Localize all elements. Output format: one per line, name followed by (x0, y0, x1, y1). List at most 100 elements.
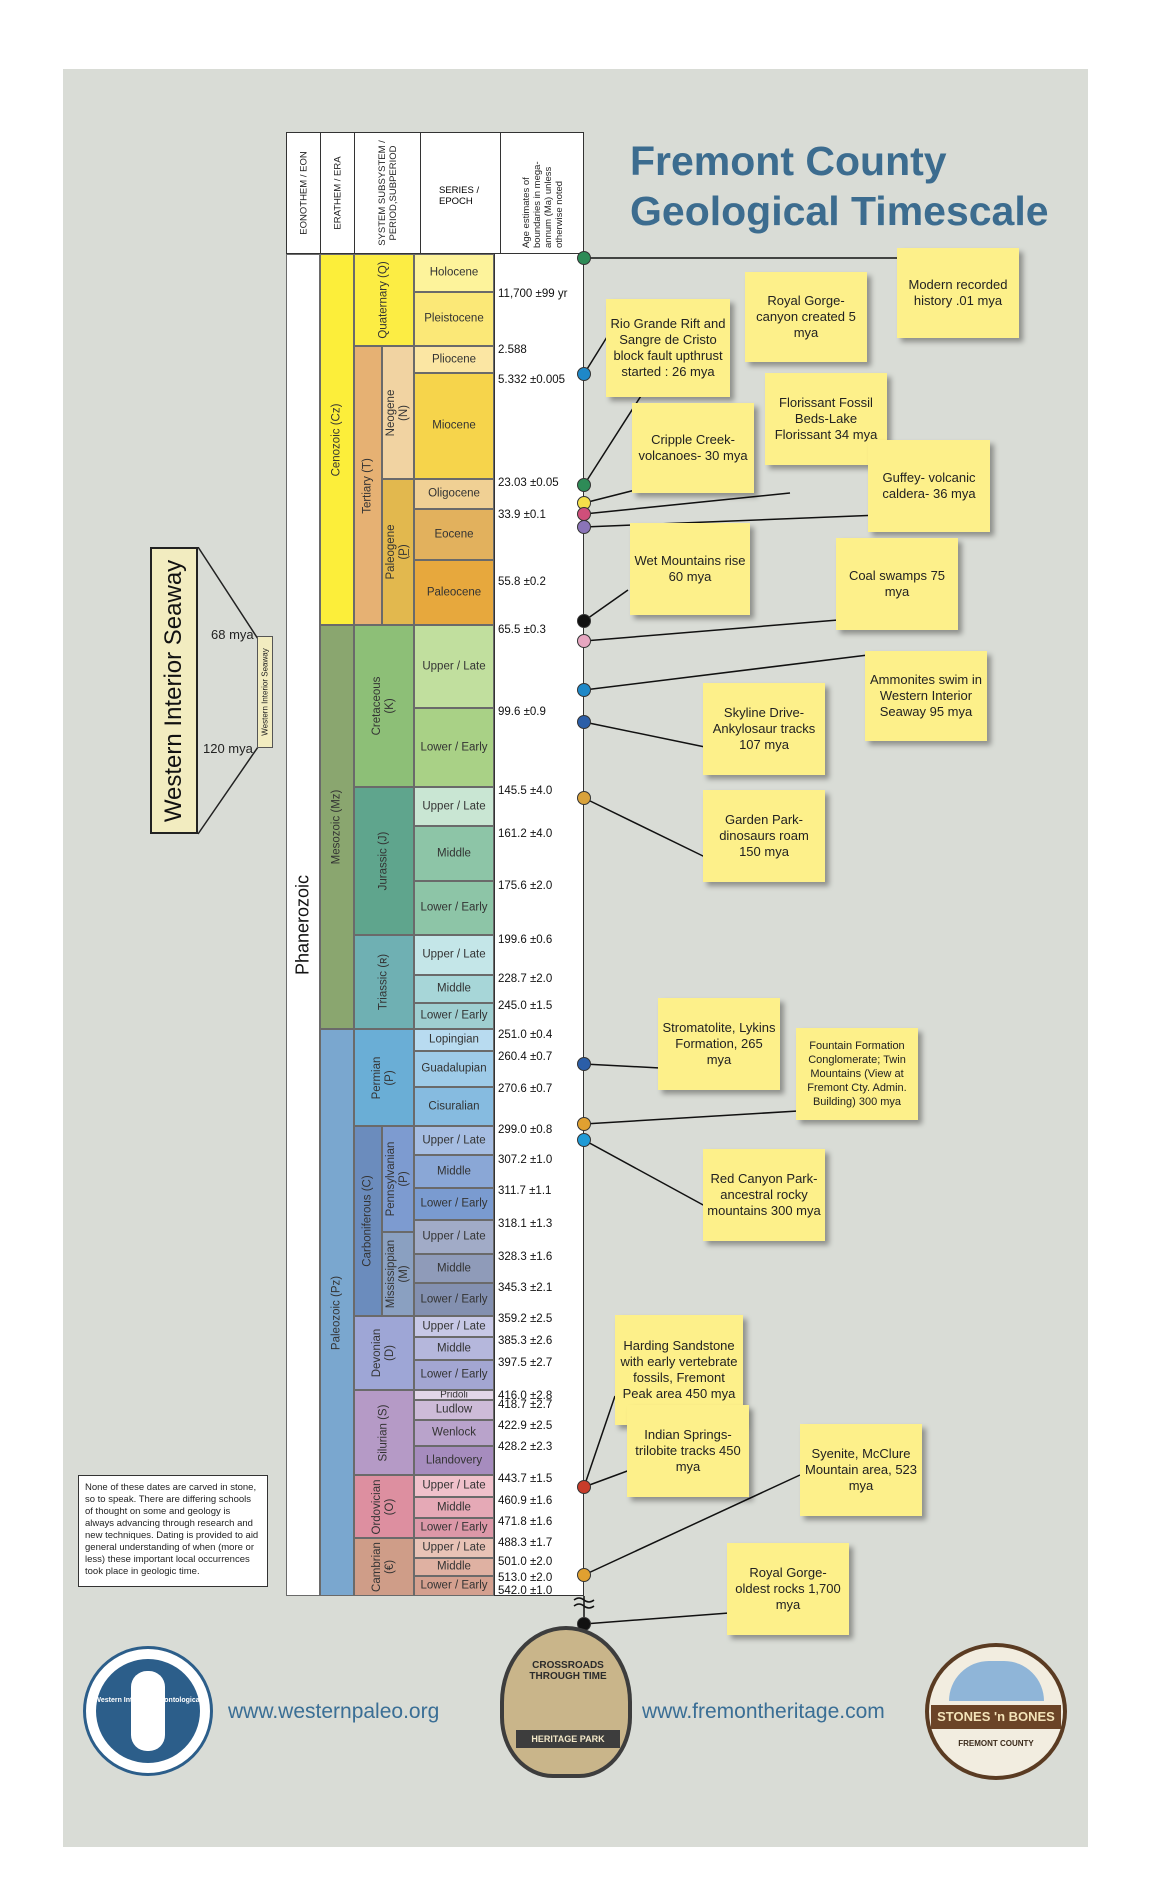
event-marker-dot (577, 520, 591, 534)
age-label: 488.3 ±1.7 (498, 1537, 553, 1549)
epoch-cell: Middle (414, 975, 494, 1003)
seaway-end-label: 120 mya (203, 741, 253, 756)
epoch-cell: Upper / Late (414, 1220, 494, 1254)
era-paleozoic: Paleozoic (Pz) (320, 1029, 354, 1596)
epoch-cell: Middle (414, 1155, 494, 1188)
fremontheritage-link[interactable]: www.fremontheritage.com (642, 1700, 885, 1723)
age-label: 5.332 ±0.005 (498, 374, 566, 386)
period-neogene: Neogene (N) (382, 346, 414, 479)
era-cenozoic: Cenozoic (Cz) (320, 254, 354, 625)
disclaimer-text: None of these dates are carved in stone,… (78, 1475, 268, 1587)
age-label: 345.3 ±2.1 (498, 1282, 553, 1294)
epoch-cell: Middle (414, 1337, 494, 1360)
seaway-range-bar: Western Interior Seaway (257, 636, 273, 748)
age-label: 65.5 ±0.3 (498, 624, 546, 636)
epoch-cell: Pleistocene (414, 292, 494, 346)
epoch-cell: Pridoli (414, 1390, 494, 1400)
event-note: Garden Park- dinosaurs roam 150 mya (703, 790, 825, 882)
epoch-cell: Lower / Early (414, 1576, 494, 1596)
event-marker-dot (577, 634, 591, 648)
event-note: Cripple Creek- volcanoes- 30 mya (632, 403, 754, 493)
header-eon: EONOTHEM / EON (287, 133, 321, 253)
timescale-header: EONOTHEM / EON ERATHEM / ERA SYSTEM SUBS… (286, 132, 584, 254)
wips-logo[interactable]: Western Interior Paleontological Society (83, 1646, 213, 1776)
age-label: 460.9 ±1.6 (498, 1495, 553, 1507)
event-marker-dot (577, 251, 591, 265)
period-devonian: Devonian (D) (354, 1316, 414, 1390)
event-marker-dot (577, 1568, 591, 1582)
epoch-cell: Guadalupian (414, 1051, 494, 1087)
epoch-cell: Upper / Late (414, 1475, 494, 1497)
epoch-cell: Wenlock (414, 1420, 494, 1446)
period-silurian: Silurian (S) (354, 1390, 414, 1475)
epoch-cell: Upper / Late (414, 625, 494, 708)
period-quaternary: Quaternary (Q) (354, 254, 414, 346)
epoch-cell: Middle (414, 1497, 494, 1518)
page-title: Fremont County Geological Timescale (630, 138, 1049, 234)
event-note: Red Canyon Park- ancestral rocky mountai… (703, 1149, 825, 1241)
event-marker-dot (577, 1117, 591, 1131)
age-label: 161.2 ±4.0 (498, 828, 553, 840)
epoch-cell: Upper / Late (414, 935, 494, 975)
era-mesozoic: Mesozoic (Mz) (320, 625, 354, 1029)
epoch-cell: Lower / Early (414, 708, 494, 787)
epoch-cell: Cisuralian (414, 1087, 494, 1126)
age-label: 328.3 ±1.6 (498, 1251, 553, 1263)
epoch-cell: Middle (414, 1254, 494, 1283)
epoch-cell: Upper / Late (414, 1126, 494, 1155)
event-marker-dot (577, 683, 591, 697)
age-label: 33.9 ±0.1 (498, 509, 546, 521)
event-marker-dot (577, 715, 591, 729)
epoch-cell: Oligocene (414, 479, 494, 509)
crossroads-logo[interactable]: CROSSROADS THROUGH TIME HERITAGE PARK (500, 1626, 632, 1778)
period-pennsylvanian: Pennsylvanian (P) (382, 1126, 414, 1232)
event-marker-dot (577, 1057, 591, 1071)
epoch-cell: Pliocene (414, 346, 494, 373)
epoch-cell: Middle (414, 1558, 494, 1576)
epoch-cell: Lower / Early (414, 1518, 494, 1538)
event-note: Coal swamps 75 mya (836, 538, 958, 630)
age-label: 311.7 ±1.1 (498, 1185, 552, 1197)
epoch-cell: Eocene (414, 509, 494, 560)
age-column (494, 254, 584, 1596)
event-note: Rio Grande Rift and Sangre de Cristo blo… (606, 299, 730, 397)
stones-n-bones-logo[interactable]: STONES 'n BONES FREMONT COUNTY (925, 1643, 1067, 1780)
age-label: 385.3 ±2.6 (498, 1335, 553, 1347)
epoch-cell: Llandovery (414, 1446, 494, 1475)
event-marker-dot (577, 614, 591, 628)
event-note: Guffey- volcanic caldera- 36 mya (868, 440, 990, 532)
event-note: Florissant Fossil Beds-Lake Florissant 3… (765, 373, 887, 465)
epoch-cell: Lower / Early (414, 1283, 494, 1316)
epoch-cell: Upper / Late (414, 1538, 494, 1558)
period-tertiary: Tertiary (T) (354, 346, 382, 625)
eon-phanerozoic: Phanerozoic (286, 254, 320, 1596)
event-note: Royal Gorge- canyon created 5 mya (745, 272, 867, 362)
age-label: 23.03 ±0.05 (498, 477, 559, 489)
age-label: 228.7 ±2.0 (498, 973, 553, 985)
age-label: 260.4 ±0.7 (498, 1051, 553, 1063)
event-note: Fountain Formation Conglomerate; Twin Mo… (796, 1028, 918, 1120)
event-note: Ammonites swim in Western Interior Seawa… (865, 651, 987, 741)
age-label: 513.0 ±2.0 (498, 1572, 553, 1584)
epoch-cell: Lower / Early (414, 1188, 494, 1220)
age-label: 307.2 ±1.0 (498, 1154, 553, 1166)
age-label: 99.6 ±0.9 (498, 706, 546, 718)
epoch-cell: Paleocene (414, 560, 494, 625)
age-label: 416.0 ±2.8 (498, 1390, 553, 1402)
epoch-cell: Middle (414, 826, 494, 881)
age-label: 501.0 ±2.0 (498, 1556, 553, 1568)
seaway-start-label: 68 mya (211, 627, 254, 642)
age-label: 422.9 ±2.5 (498, 1420, 553, 1432)
header-series: SERIES / EPOCH (421, 133, 501, 253)
age-label: 471.8 ±1.6 (498, 1516, 553, 1528)
event-marker-dot (577, 791, 591, 805)
age-label: 2.588 (498, 344, 527, 356)
age-label: 299.0 ±0.8 (498, 1124, 553, 1136)
age-label: 542.0 ±1.0 (498, 1585, 553, 1597)
event-marker-dot (577, 367, 591, 381)
event-note: Wet Mountains rise 60 mya (630, 523, 750, 615)
age-label: 251.0 ±0.4 (498, 1029, 553, 1041)
westernpaleo-link[interactable]: www.westernpaleo.org (228, 1700, 440, 1723)
epoch-cell: Lower / Early (414, 881, 494, 935)
age-label: 359.2 ±2.5 (498, 1313, 553, 1325)
